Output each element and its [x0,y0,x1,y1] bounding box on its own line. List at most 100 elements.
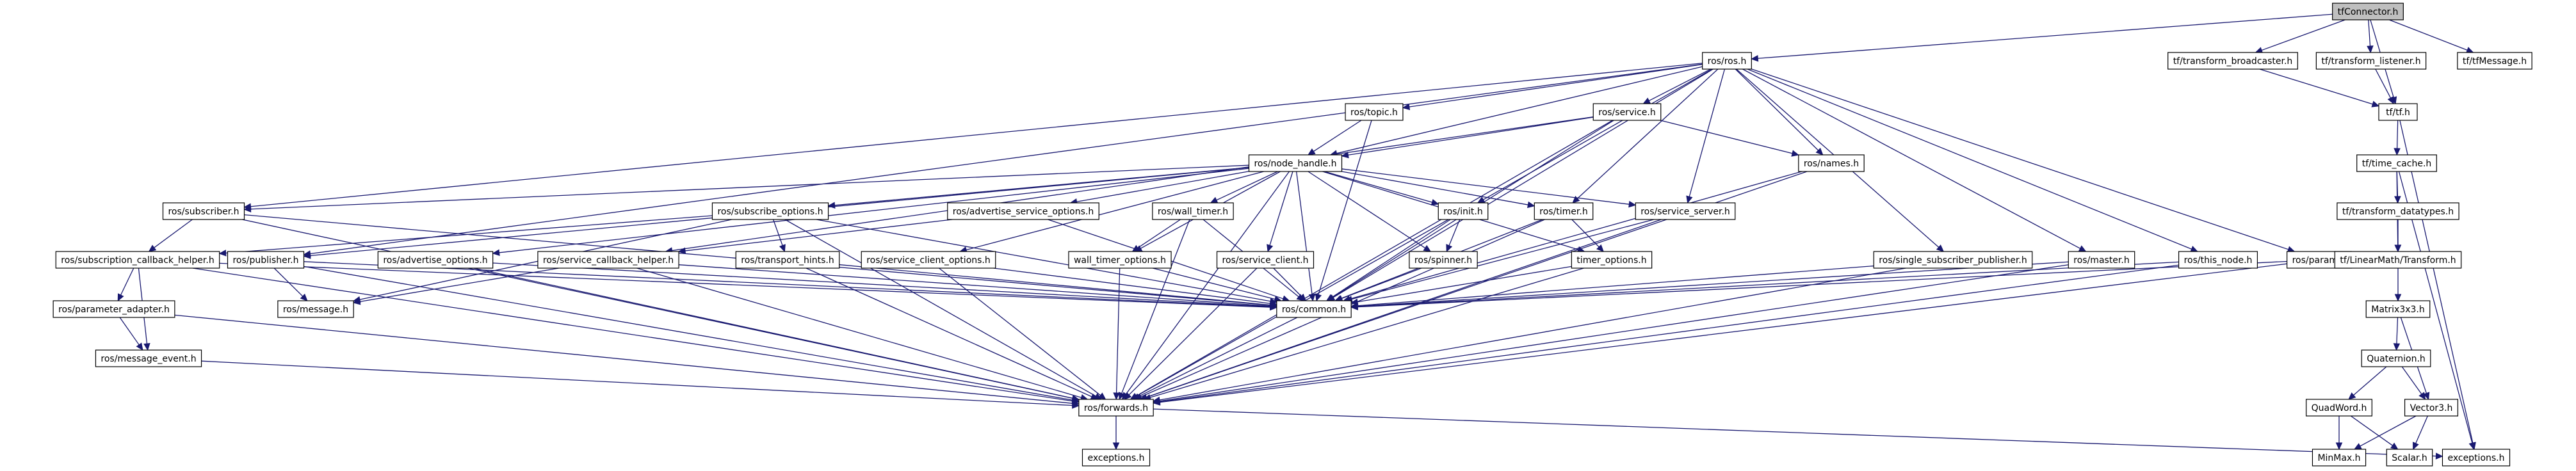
edge-tfconnector-to-tfmessage [2389,19,2474,54]
node-topic[interactable]: ros/topic.h [1345,103,1404,121]
edge-line [1357,261,2069,307]
arrow-head-icon [1307,148,1316,156]
edge-line [120,267,134,296]
node-forwards[interactable]: ros/forwards.h [1078,399,1154,417]
node-tfconnector[interactable]: tfConnector.h [2332,3,2404,20]
edge-subscribe-options-to-subscription-callback-helper [218,215,713,257]
edge-line [1076,171,1249,202]
arrow-head-icon [779,244,786,253]
node-quaternion[interactable]: Quaternion.h [2361,349,2431,367]
node-publisher[interactable]: ros/publisher.h [227,251,305,269]
edge-line [2396,317,2399,344]
node-matrix3x3[interactable]: Matrix3x3.h [2365,300,2431,318]
node-exceptions-tf[interactable]: exceptions.h [2442,449,2511,467]
node-timer-options[interactable]: timer_options.h [1571,251,1653,269]
edge-line [1357,261,2179,307]
node-label: timer_options.h [1576,255,1646,266]
node-label: ros/service_server.h [1640,207,1730,217]
node-box [1345,103,1404,121]
node-spinner[interactable]: ros/spinner.h [1409,251,1478,269]
arrow-head-icon [1124,392,1132,400]
edge-line [1296,171,1313,295]
edge-line [250,164,1249,210]
edge-spinner-to-common [1334,267,1422,302]
node-box [2332,3,2404,20]
edge-tf-tf-to-time-cache [2394,120,2401,156]
node-service-client[interactable]: ros/service_client.h [1216,251,1315,269]
node-timer[interactable]: ros/timer.h [1534,202,1594,220]
node-exceptions-ros[interactable]: exceptions.h [1081,449,1151,467]
node-service-client-options[interactable]: ros/service_client_options.h [861,251,996,269]
edge-line [1115,267,1121,394]
node-node-handle[interactable]: ros/node_handle.h [1248,154,1343,172]
edge-ros-to-names [1735,68,1824,156]
node-box [2442,449,2511,467]
node-box [2178,251,2258,269]
edge-matrix3x3-to-quaternion [2393,317,2401,351]
node-tf-listener[interactable]: tf/transform_listener.h [2315,52,2427,70]
node-subscription-callback-helper[interactable]: ros/subscription_callback_helper.h [55,251,220,269]
node-message[interactable]: ros/message.h [277,300,354,318]
edge-line [1341,267,1422,299]
edge-line [1742,68,2081,249]
node-label: ros/forwards.h [1084,403,1148,413]
node-subscribe-options[interactable]: ros/subscribe_options.h [711,202,829,220]
edge-transform-datatypes-to-linearmath-transform [2394,220,2402,253]
node-ros[interactable]: ros/ros.h [1702,52,1752,70]
arrow-head-icon [2390,442,2399,450]
edge-service-client-to-forwards [1124,267,1258,400]
edge-line [359,267,559,303]
node-advertise-options[interactable]: ros/advertise_options.h [377,251,494,269]
node-box [1438,202,1489,220]
node-minmax[interactable]: MinMax.h [2312,449,2367,467]
node-label: ros/init.h [1443,207,1483,217]
edge-quadword-to-minmax [2335,416,2343,451]
node-service-callback-helper[interactable]: ros/service_callback_helper.h [537,251,679,269]
node-label: ros/subscription_callback_helper.h [61,255,214,266]
edge-line [1689,68,1726,197]
node-common[interactable]: ros/common.h [1276,300,1352,318]
node-tfmessage[interactable]: tf/tfMessage.h [2457,52,2532,70]
edge-subscription-callback-helper-to-parameter-adapter [117,267,134,302]
node-subscriber[interactable]: ros/subscriber.h [162,202,245,220]
node-linearmath-transform[interactable]: tf/LinearMath/Transform.h [2334,251,2462,269]
arrow-head-icon [2335,442,2343,451]
node-tf-tf[interactable]: tf/tf.h [2378,103,2418,121]
node-quadword[interactable]: QuadWord.h [2306,399,2372,417]
node-parameter-adapter[interactable]: ros/parameter_adapter.h [53,300,175,318]
edge-line [1308,171,1426,249]
node-scalar[interactable]: Scalar.h [2386,449,2433,467]
edge-tfconnector-to-tf-listener [2367,19,2374,54]
node-box [1571,251,1653,269]
node-label: Scalar.h [2392,453,2427,463]
node-vector3[interactable]: Vector3.h [2404,399,2459,417]
node-advertise-service-options[interactable]: ros/advertise_service_options.h [947,202,1099,220]
arrow-head-icon [1113,392,1120,401]
edge-service-to-node-handle [1341,116,1594,159]
node-single-subscriber-publisher[interactable]: ros/single_subscriber_publisher.h [1873,251,2033,269]
arrow-head-icon [1686,195,1693,204]
node-service-server[interactable]: ros/service_server.h [1635,202,1736,220]
edge-single-subscriber-publisher-to-forwards [1152,267,1906,404]
node-transport-hints[interactable]: ros/transport_hints.h [735,251,840,269]
node-tf-broadcaster[interactable]: tf/transform_broadcaster.h [2167,52,2298,70]
arrow-head-icon [1642,97,1651,104]
node-label: ros/service.h [1598,108,1656,118]
node-transform-datatypes[interactable]: tf/transform_datatypes.h [2337,202,2459,220]
node-wall-timer-options[interactable]: wall_timer_options.h [1068,251,1172,269]
node-label: Quaternion.h [2367,354,2426,364]
node-time-cache[interactable]: tf/time_cache.h [2356,154,2437,172]
node-service[interactable]: ros/service.h [1592,103,1662,121]
edge-line [310,63,1703,255]
node-this-node[interactable]: ros/this_node.h [2178,251,2258,269]
node-label: ros/wall_timer.h [1158,207,1228,217]
arrow-head-icon [1118,392,1125,401]
edge-wall-timer-to-wall-timer-options [1131,219,1181,252]
node-wall-timer[interactable]: ros/wall_timer.h [1152,202,1234,220]
node-init[interactable]: ros/init.h [1438,202,1489,220]
edge-node-handle-to-spinner [1308,171,1432,252]
node-names[interactable]: ros/names.h [1798,154,1865,172]
node-message-event[interactable]: ros/message_event.h [95,349,202,367]
edge-line [1660,120,1793,154]
node-master[interactable]: ros/master.h [2068,251,2135,269]
